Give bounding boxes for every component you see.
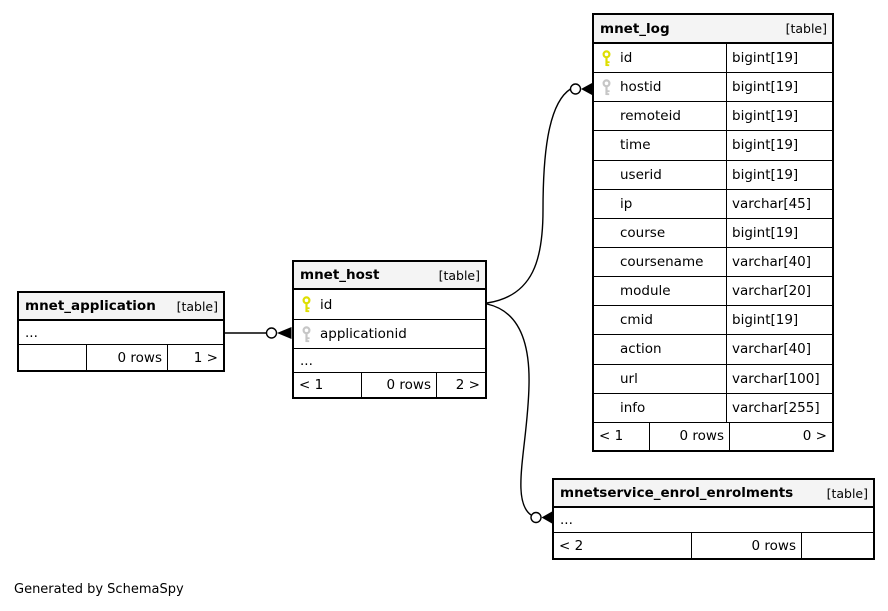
- column-row-remoteid: remoteid bigint[19]: [594, 102, 832, 132]
- column-name: time: [620, 137, 651, 154]
- column-name: ...: [300, 352, 313, 369]
- column-name: ...: [560, 512, 573, 528]
- column-row-userid: userid bigint[19]: [594, 160, 832, 190]
- column-name: info: [620, 399, 646, 416]
- edge-line: [486, 88, 571, 304]
- cardinality-circle-icon: [265, 327, 278, 339]
- column-row-module: module varchar[20]: [594, 277, 832, 307]
- column-type: bigint[19]: [726, 44, 832, 73]
- footer-next-link[interactable]: 1 >: [193, 349, 218, 366]
- column-name: module: [620, 283, 671, 300]
- column-row-course: course bigint[19]: [594, 218, 832, 248]
- crowfoot-arrow-icon: [541, 511, 552, 524]
- column-row-ellipsis: ...: [554, 508, 873, 533]
- table-header: mnet_host [table]: [294, 262, 485, 290]
- table-title[interactable]: mnet_host: [300, 267, 380, 283]
- column-name: coursename: [620, 254, 704, 271]
- column-type: varchar[255]: [726, 393, 832, 422]
- column-row-id: id bigint[19]: [594, 44, 832, 74]
- column-type: bigint[19]: [726, 160, 832, 189]
- column-row-time: time bigint[19]: [594, 131, 832, 161]
- primary-key-icon: [302, 296, 311, 313]
- column-row-id: id: [294, 290, 485, 320]
- column-type: bigint[19]: [726, 73, 832, 102]
- table-header: mnetservice_enrol_enrolments [table]: [554, 480, 873, 508]
- column-name: ip: [620, 195, 633, 212]
- column-name: action: [620, 341, 662, 358]
- column-name: userid: [620, 166, 662, 183]
- footer-prev-link: [19, 345, 87, 370]
- column-type: varchar[45]: [726, 189, 832, 218]
- column-row-applicationid: applicationid: [294, 320, 485, 349]
- footer-next-link: [802, 533, 873, 558]
- primary-key-icon: [602, 49, 611, 66]
- column-name: url: [620, 370, 638, 387]
- column-row-url: url varchar[100]: [594, 364, 832, 394]
- relationship-edge: [486, 83, 592, 304]
- column-type: bigint[19]: [726, 131, 832, 160]
- table-type-label: [table]: [176, 298, 218, 314]
- crowfoot-arrow-icon: [581, 83, 592, 95]
- column-type: bigint[19]: [726, 102, 832, 131]
- table-header: mnet_log [table]: [594, 15, 832, 44]
- column-name: id: [320, 296, 333, 313]
- column-type: bigint[19]: [726, 306, 832, 335]
- footer-row-count: 0 rows: [650, 422, 730, 450]
- foreign-key-icon: [302, 325, 311, 342]
- column-row-coursename: coursename varchar[40]: [594, 247, 832, 278]
- column-name: ...: [25, 324, 38, 341]
- table-type-label: [table]: [438, 267, 480, 283]
- relationship-edge: [486, 303, 552, 524]
- column-name: applicationid: [320, 326, 407, 342]
- foreign-key-icon: [602, 79, 611, 95]
- column-type: bigint[19]: [726, 218, 832, 247]
- table-footer: 0 rows 1 >: [19, 345, 223, 370]
- generator-credit: Generated by SchemaSpy: [14, 582, 184, 597]
- footer-next-link[interactable]: 2 >: [455, 377, 480, 393]
- table-title[interactable]: mnet_application: [25, 298, 156, 314]
- table-title[interactable]: mnet_log: [600, 20, 670, 37]
- footer-row-count: 0 rows: [87, 345, 168, 370]
- column-row-ellipsis: ...: [294, 349, 485, 373]
- relationship-edge: [225, 327, 292, 339]
- footer-row-count: 0 rows: [362, 373, 437, 397]
- table-mnet_log[interactable]: mnet_log [table] id bigint[19] hostid bigint[…: [592, 13, 834, 452]
- table-type-label: [table]: [826, 485, 868, 501]
- edge-line: [486, 303, 532, 516]
- column-name: cmid: [620, 312, 653, 329]
- table-title[interactable]: mnetservice_enrol_enrolments: [560, 485, 794, 501]
- cardinality-circle-icon: [569, 83, 582, 95]
- column-type: varchar[40]: [726, 247, 832, 277]
- footer-row-count: 0 rows: [692, 533, 802, 558]
- footer-prev-link[interactable]: < 1: [294, 373, 362, 397]
- column-name: hostid: [620, 79, 662, 96]
- footer-prev-link[interactable]: < 2: [554, 533, 692, 558]
- table-type-label: [table]: [785, 21, 827, 36]
- column-name: remoteid: [620, 108, 681, 125]
- column-row-ip: ip varchar[45]: [594, 189, 832, 219]
- crowfoot-arrow-icon: [277, 327, 292, 339]
- column-row-action: action varchar[40]: [594, 335, 832, 365]
- column-row-ellipsis: ...: [19, 321, 223, 345]
- column-type: varchar[40]: [726, 335, 832, 364]
- table-mnet_application[interactable]: mnet_application [table]... 0 rows 1 >: [17, 291, 225, 372]
- column-row-hostid: hostid bigint[19]: [594, 73, 832, 103]
- footer-prev-link[interactable]: < 1: [594, 422, 650, 450]
- cardinality-circle-icon: [530, 511, 542, 524]
- column-type: varchar[20]: [726, 277, 832, 306]
- column-row-cmid: cmid bigint[19]: [594, 306, 832, 336]
- table-mnetservice_enrol_enrolments[interactable]: mnetservice_enrol_enrolments [table]... < …: [552, 478, 875, 560]
- footer-next-link[interactable]: 0 >: [802, 428, 827, 445]
- column-name: course: [620, 224, 666, 241]
- column-name: id: [620, 50, 633, 67]
- column-type: varchar[100]: [726, 364, 832, 393]
- table-header: mnet_application [table]: [19, 293, 223, 321]
- column-row-info: info varchar[255]: [594, 393, 832, 423]
